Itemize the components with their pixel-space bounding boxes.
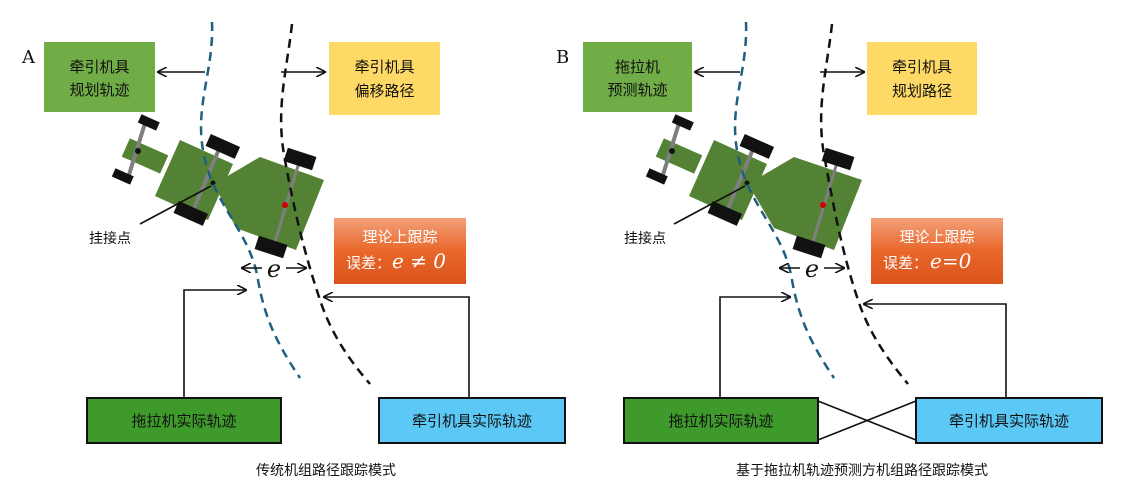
tractor-actual-label: 拖拉机实际轨迹 bbox=[131, 412, 236, 430]
hitch-leader-line bbox=[673, 185, 746, 225]
implement-planned-path-curve bbox=[819, 23, 909, 385]
offset-box-line2: 偏移路径 bbox=[354, 82, 414, 100]
tractor-icon bbox=[111, 114, 241, 226]
tractor-predicted-trajectory-box bbox=[583, 42, 692, 112]
tractor-actual-trajectory-box bbox=[86, 397, 282, 444]
tractor-icon bbox=[645, 114, 775, 226]
planned-box-line1: 牵引机具 bbox=[69, 58, 129, 76]
implement-actual-label: 牵引机具实际轨迹 bbox=[412, 412, 532, 430]
implement-actual-connector bbox=[324, 297, 470, 398]
planned-path-line1: 牵引机具 bbox=[892, 58, 952, 76]
implement-icon bbox=[744, 147, 862, 259]
panel-b-label: B bbox=[556, 47, 569, 68]
implement-actual-trajectory-box bbox=[915, 397, 1103, 444]
hitch-leader-line bbox=[139, 185, 212, 225]
implement-offset-path-curve bbox=[279, 23, 371, 385]
error-value: e=0 bbox=[930, 249, 972, 273]
implement-offset-path-box bbox=[329, 42, 440, 115]
hitch-point-label: 挂接点 bbox=[624, 230, 666, 247]
panel-a-label: A bbox=[21, 47, 36, 68]
panel-b: B 拖拉机 预测轨迹 牵引机具 规划路径 bbox=[556, 21, 1103, 479]
e-symbol: e bbox=[267, 255, 281, 283]
offset-box-line1: 牵引机具 bbox=[354, 58, 414, 76]
implement-planned-trajectory-curve bbox=[199, 21, 302, 379]
tractor-predicted-trajectory-curve bbox=[733, 21, 836, 379]
hitch-point-label: 挂接点 bbox=[89, 230, 131, 247]
implement-actual-trajectory-box bbox=[378, 397, 566, 444]
tracking-error-box bbox=[871, 218, 1003, 284]
tractor-actual-connector bbox=[183, 290, 246, 398]
implement-planned-path-box bbox=[867, 42, 977, 115]
error-box-line2: 误差： bbox=[346, 254, 391, 272]
tractor-actual-connector bbox=[719, 297, 790, 398]
implement-actual-connector bbox=[864, 304, 1007, 398]
error-box-line2: 误差： bbox=[883, 254, 928, 272]
predicted-box-line1: 拖拉机 bbox=[615, 58, 660, 76]
e-symbol: e bbox=[805, 255, 819, 283]
tracking-error-box bbox=[334, 218, 466, 284]
panel-a-caption: 传统机组路径跟踪模式 bbox=[256, 463, 396, 479]
predicted-box-line2: 预测轨迹 bbox=[607, 81, 667, 99]
cross-link-2 bbox=[817, 400, 917, 441]
implement-icon bbox=[210, 147, 324, 259]
error-box-line1: 理论上跟踪 bbox=[899, 228, 974, 246]
tractor-actual-trajectory-box bbox=[623, 397, 819, 444]
panel-b-caption: 基于拖拉机轨迹预测方机组路径跟踪模式 bbox=[736, 462, 988, 479]
implement-actual-label: 牵引机具实际轨迹 bbox=[949, 412, 1069, 430]
implement-planned-trajectory-box bbox=[44, 42, 155, 112]
error-box-line1: 理论上跟踪 bbox=[362, 228, 437, 246]
planned-path-line2: 规划路径 bbox=[892, 82, 952, 100]
planned-box-line2: 规划轨迹 bbox=[69, 81, 129, 99]
error-value: e ≠ 0 bbox=[392, 249, 446, 273]
tractor-actual-label: 拖拉机实际轨迹 bbox=[668, 412, 773, 430]
panel-a: A 牵引机具 规划轨迹 牵引机具 偏移路径 bbox=[21, 21, 566, 479]
